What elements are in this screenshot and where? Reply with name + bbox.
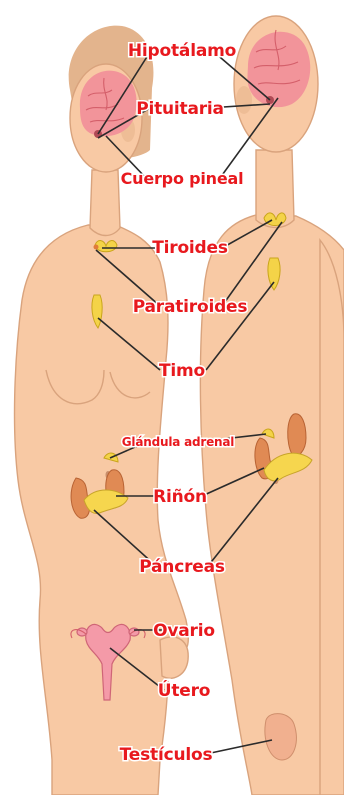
- label-thyroid: Tiroides: [152, 238, 228, 258]
- male-figure: [200, 16, 344, 795]
- label-pineal: Cuerpo pineal: [121, 169, 244, 188]
- label-hypothalamus: Hipotálamo: [128, 41, 236, 61]
- label-ovary: Ovario: [153, 621, 215, 641]
- female-figure: [15, 26, 189, 795]
- label-uterus: Útero: [158, 679, 211, 701]
- label-parathyroid: Paratiroides: [133, 297, 248, 317]
- label-testes: Testículos: [120, 745, 213, 765]
- label-thymus: Timo: [159, 361, 205, 381]
- label-kidney: Riñón: [153, 487, 207, 507]
- label-pituitary: Pituitaria: [136, 99, 224, 119]
- label-adrenal: Glándula adrenal: [122, 435, 235, 449]
- label-pancreas: Páncreas: [139, 557, 225, 577]
